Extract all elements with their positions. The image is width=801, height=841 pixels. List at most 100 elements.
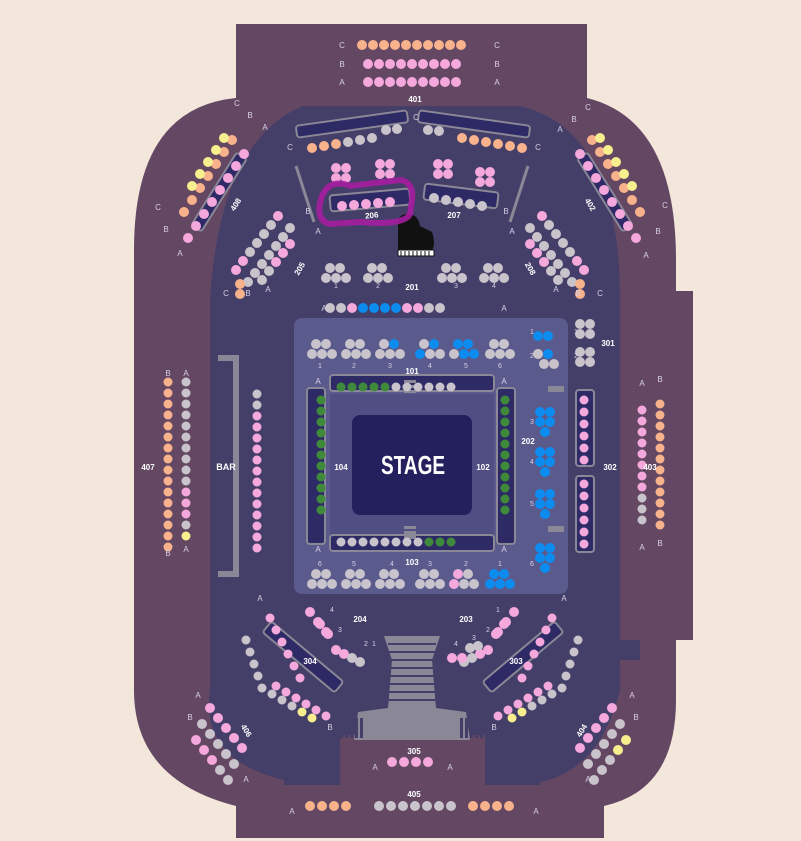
seat[interactable] (358, 303, 368, 313)
seat[interactable] (163, 454, 173, 464)
seat[interactable] (457, 653, 467, 663)
seat[interactable] (357, 40, 367, 50)
seat[interactable] (183, 233, 193, 243)
seat[interactable] (331, 163, 341, 173)
seat[interactable] (429, 77, 439, 87)
seat[interactable] (271, 257, 281, 267)
seat[interactable] (311, 705, 321, 715)
seat[interactable] (341, 173, 351, 183)
seat[interactable] (181, 410, 191, 420)
seat[interactable] (493, 711, 503, 721)
seat[interactable] (445, 40, 455, 50)
seat[interactable] (423, 40, 433, 50)
seat[interactable] (252, 238, 262, 248)
seats[interactable] (163, 40, 665, 811)
seat[interactable] (451, 77, 461, 87)
seat[interactable] (179, 207, 189, 217)
seat[interactable] (575, 347, 585, 357)
seat[interactable] (311, 339, 321, 349)
seat[interactable] (207, 197, 217, 207)
seat[interactable] (207, 755, 217, 765)
seat[interactable] (385, 59, 395, 69)
seat[interactable] (369, 303, 379, 313)
seat[interactable] (341, 163, 351, 173)
seat[interactable] (390, 40, 400, 50)
seat[interactable] (412, 40, 422, 50)
seat[interactable] (424, 303, 434, 313)
seat[interactable] (499, 619, 509, 629)
seat[interactable] (429, 569, 439, 579)
seat[interactable] (535, 637, 545, 647)
seat[interactable] (163, 509, 173, 519)
seat[interactable] (500, 417, 510, 427)
seat[interactable] (203, 157, 213, 167)
seat[interactable] (315, 619, 325, 629)
seat[interactable] (345, 569, 355, 579)
seat[interactable] (517, 707, 527, 717)
seat[interactable] (627, 181, 637, 191)
seat[interactable] (419, 339, 429, 349)
seat[interactable] (615, 719, 625, 729)
seat[interactable] (655, 487, 665, 497)
seat[interactable] (379, 339, 389, 349)
seat[interactable] (221, 749, 231, 759)
seat[interactable] (187, 195, 197, 205)
seat[interactable] (252, 411, 262, 421)
seat[interactable] (572, 256, 582, 266)
seat[interactable] (351, 349, 361, 359)
seat[interactable] (374, 801, 384, 811)
seat[interactable] (375, 159, 385, 169)
seat[interactable] (434, 40, 444, 50)
seat[interactable] (392, 124, 402, 134)
seat[interactable] (585, 357, 595, 367)
seat[interactable] (163, 443, 173, 453)
seat[interactable] (446, 382, 456, 392)
seat[interactable] (205, 703, 215, 713)
seat[interactable] (379, 40, 389, 50)
seat[interactable] (469, 349, 479, 359)
seat[interactable] (567, 277, 577, 287)
seat[interactable] (187, 181, 197, 191)
seat[interactable] (257, 259, 267, 269)
seat[interactable] (319, 141, 329, 151)
seat[interactable] (181, 454, 191, 464)
seat[interactable] (558, 238, 568, 248)
seat[interactable] (545, 407, 555, 417)
seat[interactable] (579, 527, 589, 537)
seat[interactable] (391, 382, 401, 392)
seat[interactable] (607, 703, 617, 713)
seat[interactable] (537, 211, 547, 221)
seat[interactable] (336, 303, 346, 313)
seat[interactable] (297, 707, 307, 717)
seat[interactable] (373, 198, 383, 208)
seat[interactable] (505, 141, 515, 151)
seat[interactable] (339, 649, 349, 659)
seat[interactable] (252, 510, 262, 520)
seat[interactable] (473, 641, 483, 651)
seat[interactable] (575, 329, 585, 339)
seat[interactable] (277, 637, 287, 647)
seat[interactable] (323, 629, 333, 639)
seat[interactable] (561, 671, 571, 681)
seat[interactable] (381, 125, 391, 135)
seat[interactable] (499, 273, 509, 283)
seat[interactable] (266, 220, 276, 230)
seat[interactable] (440, 77, 450, 87)
seat[interactable] (463, 569, 473, 579)
seat[interactable] (195, 183, 205, 193)
seat[interactable] (402, 382, 412, 392)
seat[interactable] (623, 221, 633, 231)
seat[interactable] (579, 395, 589, 405)
seat[interactable] (591, 173, 601, 183)
seat[interactable] (343, 137, 353, 147)
seat[interactable] (317, 801, 327, 811)
seat[interactable] (305, 801, 315, 811)
seat[interactable] (619, 169, 629, 179)
seat[interactable] (411, 757, 421, 767)
seat[interactable] (429, 193, 439, 203)
seat[interactable] (533, 687, 543, 697)
seat[interactable] (250, 268, 260, 278)
seat[interactable] (599, 713, 609, 723)
seat[interactable] (591, 749, 601, 759)
seat[interactable] (579, 503, 589, 513)
